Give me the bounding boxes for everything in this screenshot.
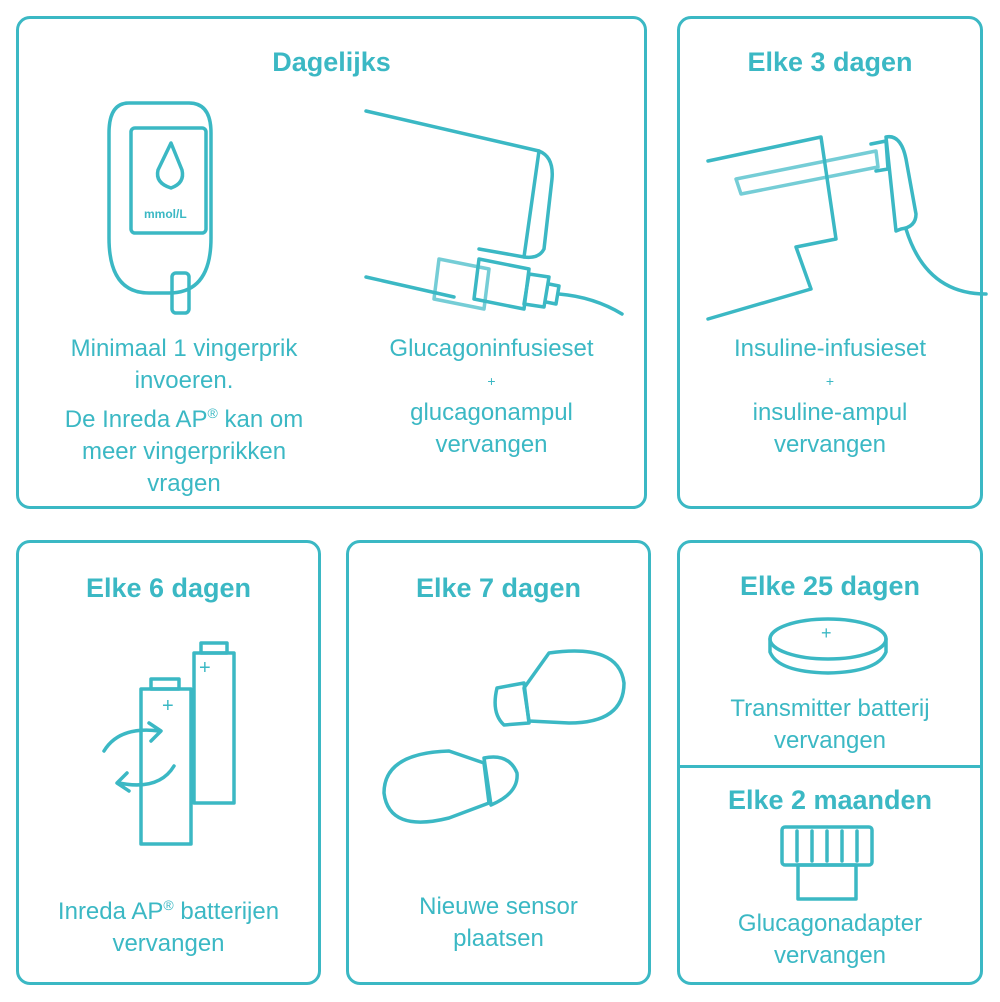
card-daily: Dagelijks mmol/L Minimaal 1 vingerprik i… xyxy=(16,16,647,509)
card-title: Dagelijks xyxy=(272,47,391,77)
card-title: Elke 25 dagen xyxy=(739,571,921,601)
card-every-25-days-and-2-months: Elke 25 dagen + Transmitter batterij ver… xyxy=(677,540,983,985)
daily-right-text: Glucagoninfusieset + glucagonampul verva… xyxy=(389,335,594,458)
card-title: Elke 3 dagen xyxy=(747,47,913,77)
card-every-7-days: Elke 7 dagen Nieuwe sensor plaatsen xyxy=(346,540,651,985)
coin-battery-icon xyxy=(768,617,888,675)
seven-days-text: Nieuwe sensor plaatsen xyxy=(419,893,578,952)
insulin-pump-icon xyxy=(706,134,988,321)
coin-plus: + xyxy=(821,623,832,643)
six-days-text: Inreda AP® batterijen vervangen xyxy=(57,897,280,957)
battery-plus: + xyxy=(199,657,211,679)
card-title: Elke 6 dagen xyxy=(85,573,252,603)
two-months-text: Glucagonadapter vervangen xyxy=(737,910,923,969)
three-days-text: Insuline-infusieset + insuline-ampul ver… xyxy=(733,335,927,458)
batteries-icon xyxy=(102,641,236,846)
card-title: Elke 7 dagen xyxy=(415,573,582,603)
daily-left-text: Minimaal 1 vingerprik invoeren. De Inred… xyxy=(64,335,304,497)
card-every-6-days: Elke 6 dagen + + Inreda AP® batterijen v… xyxy=(16,540,321,985)
divider xyxy=(680,765,980,768)
sensor-icon xyxy=(382,649,626,824)
battery-plus: + xyxy=(162,695,174,717)
meter-label: mmol/L xyxy=(144,207,187,221)
card-every-3-days: Elke 3 dagen Insuline-infusieset + insul… xyxy=(677,16,988,509)
glucagon-pump-icon xyxy=(364,109,624,316)
twentyfive-days-text: Transmitter batterij vervangen xyxy=(730,695,930,754)
glucagon-adapter-icon xyxy=(780,825,874,901)
glucose-meter-icon xyxy=(107,101,213,315)
card-title: Elke 2 maanden xyxy=(727,785,933,815)
